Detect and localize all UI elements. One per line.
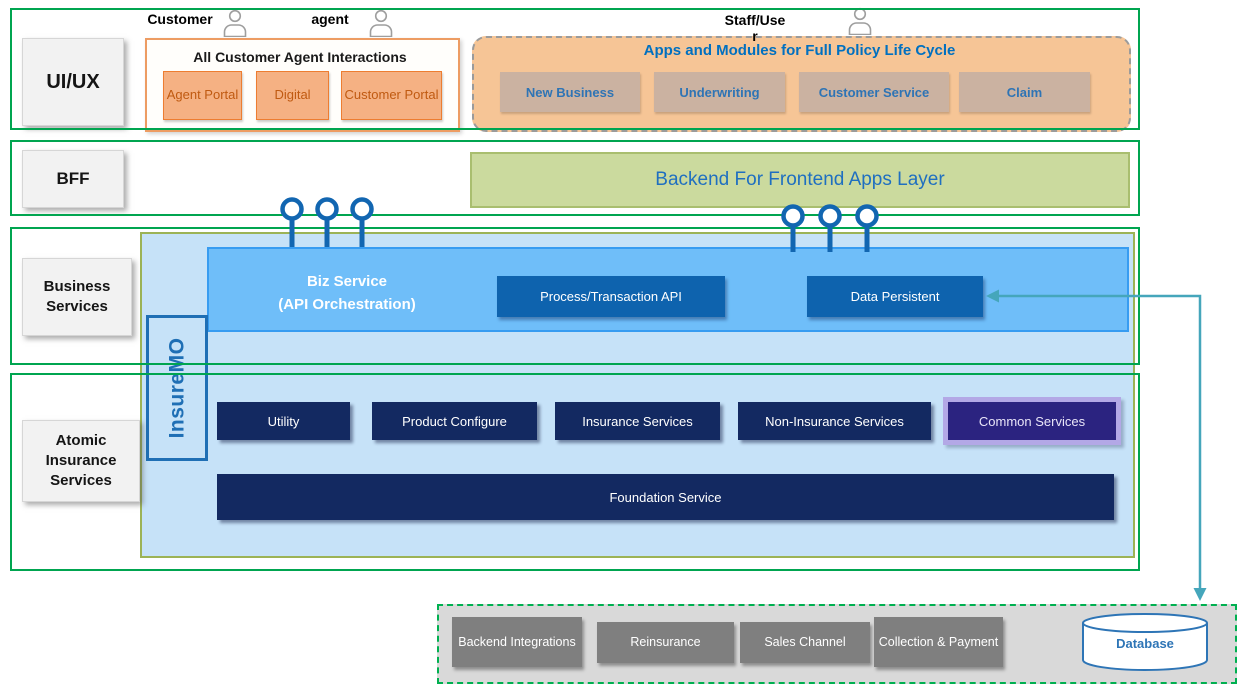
- utility-box: Utility: [217, 402, 350, 440]
- collection-payment-box: Collection & Payment: [874, 617, 1003, 667]
- apps-modules-title: Apps and Modules for Full Policy Life Cy…: [643, 42, 956, 59]
- person-icon: [847, 7, 873, 40]
- product-configure-box: Product Configure: [372, 402, 537, 440]
- agent-portal-box: Agent Portal: [163, 71, 242, 120]
- insuremo-platform-tab: InsureMO: [146, 315, 208, 461]
- database-icon: [1082, 613, 1208, 671]
- biz-service-line2: (API Orchestration): [278, 296, 416, 314]
- person-icon: [222, 9, 248, 42]
- uiux-layer-label: UI/UX: [22, 38, 124, 126]
- data-persistent-box: Data Persistent: [807, 276, 983, 317]
- biz-service-label: Biz Service (API Orchestration): [217, 270, 477, 317]
- person-icon: [368, 9, 394, 42]
- actor-staff-label-line2: r: [752, 28, 758, 45]
- sales-channel-box: Sales Channel: [740, 622, 870, 663]
- new-business-box: New Business: [500, 72, 640, 112]
- arrowhead-down: [1193, 588, 1207, 601]
- actor-staff-label-line1: Staff/Use: [724, 12, 786, 28]
- process-transaction-api-box: Process/Transaction API: [497, 276, 725, 317]
- non-insurance-services-box: Non-Insurance Services: [738, 402, 931, 440]
- actor-customer-label: Customer: [147, 11, 213, 27]
- foundation-service-bar: Foundation Service: [217, 474, 1114, 520]
- customer-portal-box: Customer Portal: [341, 71, 442, 120]
- actor-agent-label: agent: [311, 11, 349, 27]
- underwriting-box: Underwriting: [654, 72, 785, 112]
- digital-box: Digital: [256, 71, 329, 120]
- actor-staff-label: Staff/Use r: [700, 12, 810, 44]
- database-label: Database: [1116, 636, 1174, 651]
- claim-box: Claim: [959, 72, 1090, 112]
- insuremo-platform-label: InsureMO: [165, 337, 189, 439]
- insurance-services-box: Insurance Services: [555, 402, 720, 440]
- atomic-layer-label: Atomic Insurance Services: [22, 420, 140, 502]
- business-layer-label: Business Services: [22, 258, 132, 336]
- customer-service-box: Customer Service: [799, 72, 949, 112]
- bff-layer-label: BFF: [22, 150, 124, 208]
- backend-integrations-box: Backend Integrations: [452, 617, 582, 667]
- backend-for-frontend-bar: Backend For Frontend Apps Layer: [470, 152, 1130, 208]
- customer-agent-interactions-title: All Customer Agent Interactions: [193, 49, 407, 65]
- common-services-box: Common Services: [948, 402, 1116, 440]
- reinsurance-box: Reinsurance: [597, 622, 734, 663]
- database-cylinder: Database: [1075, 612, 1215, 674]
- biz-service-line1: Biz Service: [306, 273, 388, 290]
